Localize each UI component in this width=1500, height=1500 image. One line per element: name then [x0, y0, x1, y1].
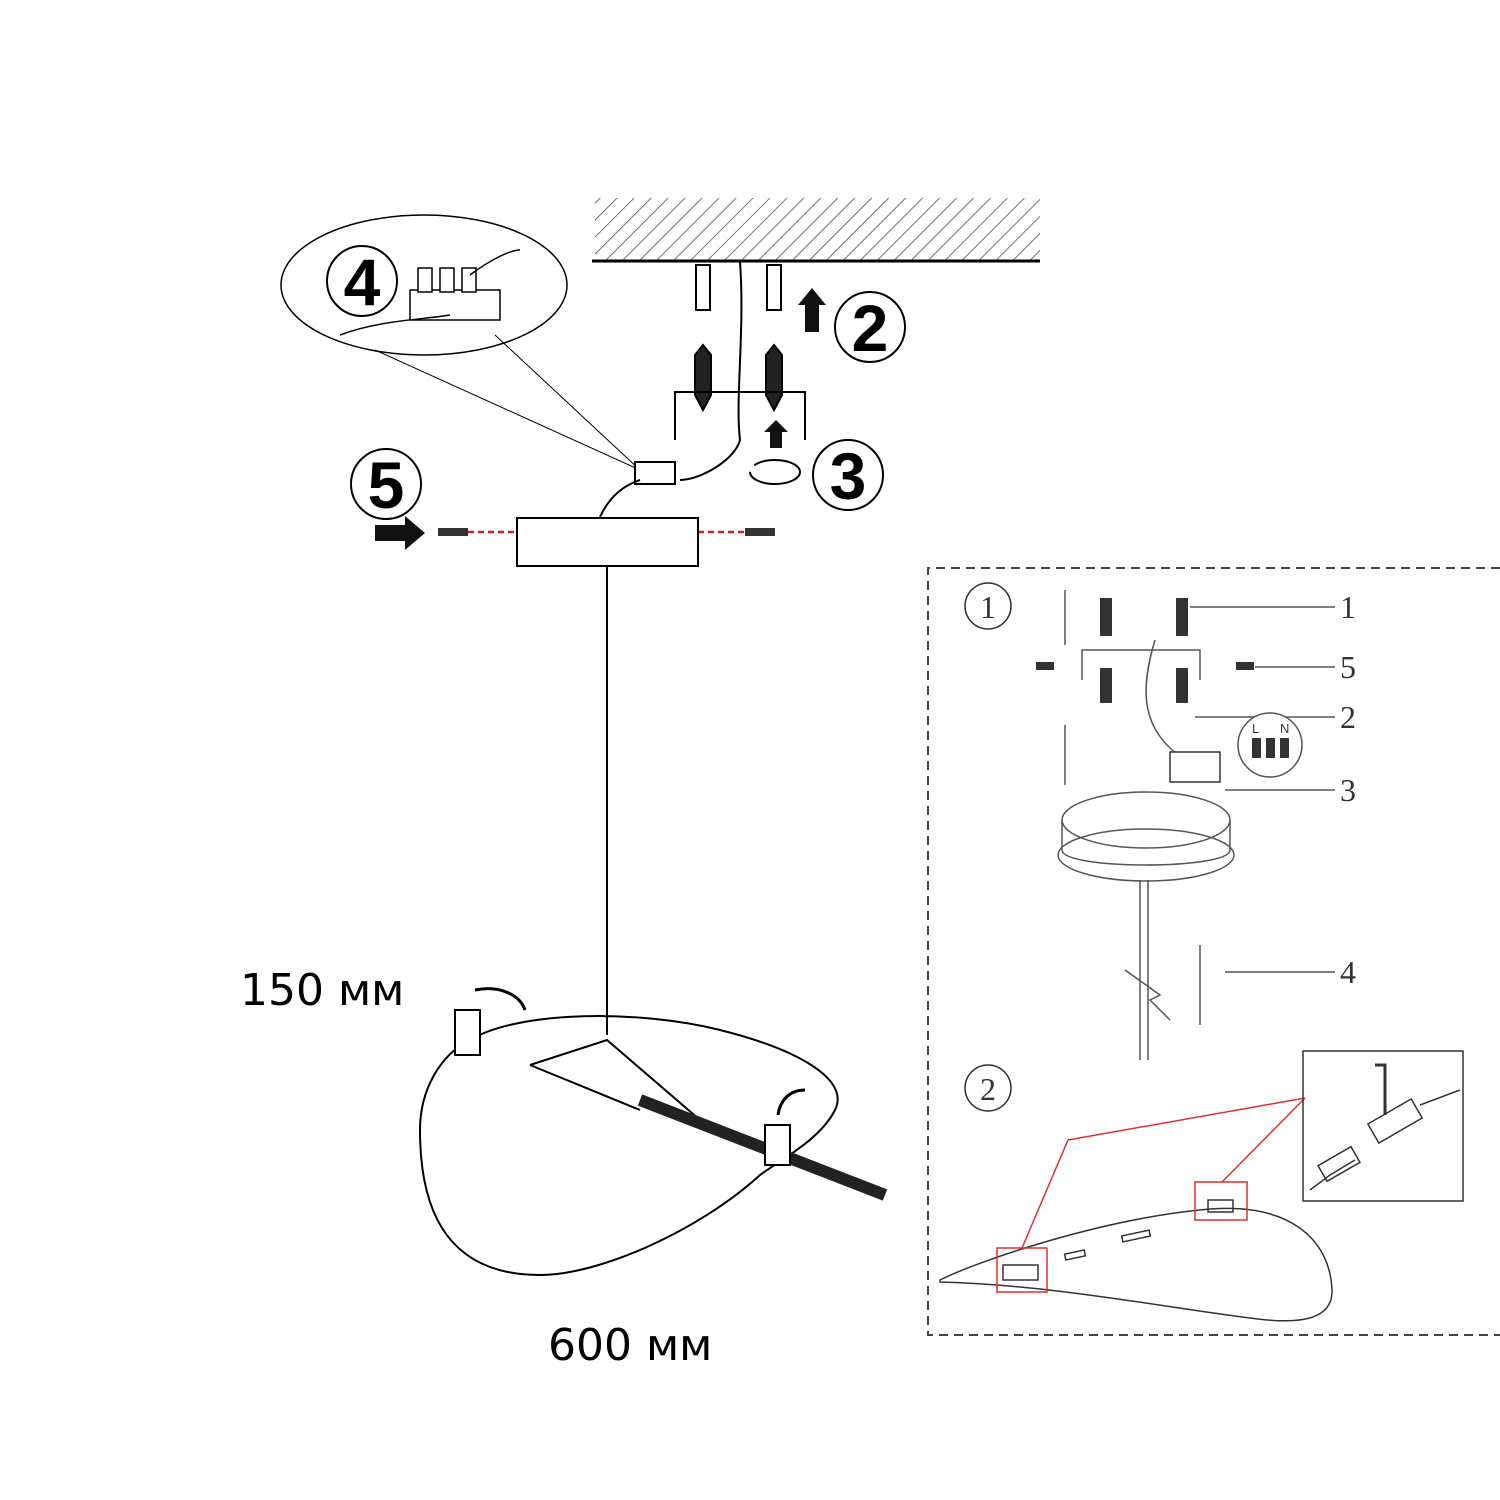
step-3-label: 3: [830, 439, 867, 513]
up-arrow-icon: [764, 420, 788, 448]
connector-detail: [1302, 1050, 1464, 1202]
rotate-icon: [749, 459, 801, 485]
callout-4: 4: [1340, 954, 1356, 990]
canopy: [516, 517, 699, 567]
step-2-label: 2: [852, 291, 889, 365]
terminal-block: [634, 461, 676, 485]
right-arrow-icon: [375, 516, 425, 550]
section-2-label: 2: [980, 1071, 996, 1107]
neutral-terminal-label: N: [1280, 721, 1289, 736]
shade-side-view: [939, 1199, 1333, 1322]
side-screws: [438, 528, 775, 536]
ceiling: [592, 198, 1040, 263]
terminal-block-detail: [339, 249, 521, 336]
callout-2: 2: [1340, 699, 1356, 735]
step-3-marker: 3: [812, 439, 884, 513]
mounting-bracket: [674, 261, 806, 481]
width-dimension: 600 мм: [548, 1320, 712, 1371]
highlight-boxes: [996, 1097, 1306, 1293]
step-4-marker: 4: [280, 214, 641, 471]
step-5-label: 5: [368, 448, 405, 522]
live-terminal-label: L: [1252, 721, 1259, 736]
section-1-label: 1: [980, 589, 996, 625]
step-5-marker: 5: [350, 448, 425, 550]
step-2-marker: 2: [834, 291, 906, 365]
callout-3: 3: [1340, 772, 1356, 808]
height-dimension: 150 мм: [240, 965, 404, 1016]
step-4-label: 4: [344, 245, 381, 319]
callout-1: 1: [1340, 589, 1356, 625]
wall-anchors: [694, 264, 783, 413]
lamp-shade: [418, 987, 888, 1277]
callout-5: 5: [1340, 649, 1356, 685]
detail-panel: 1 2 L N: [927, 567, 1500, 1336]
up-arrow-icon: [798, 288, 826, 332]
